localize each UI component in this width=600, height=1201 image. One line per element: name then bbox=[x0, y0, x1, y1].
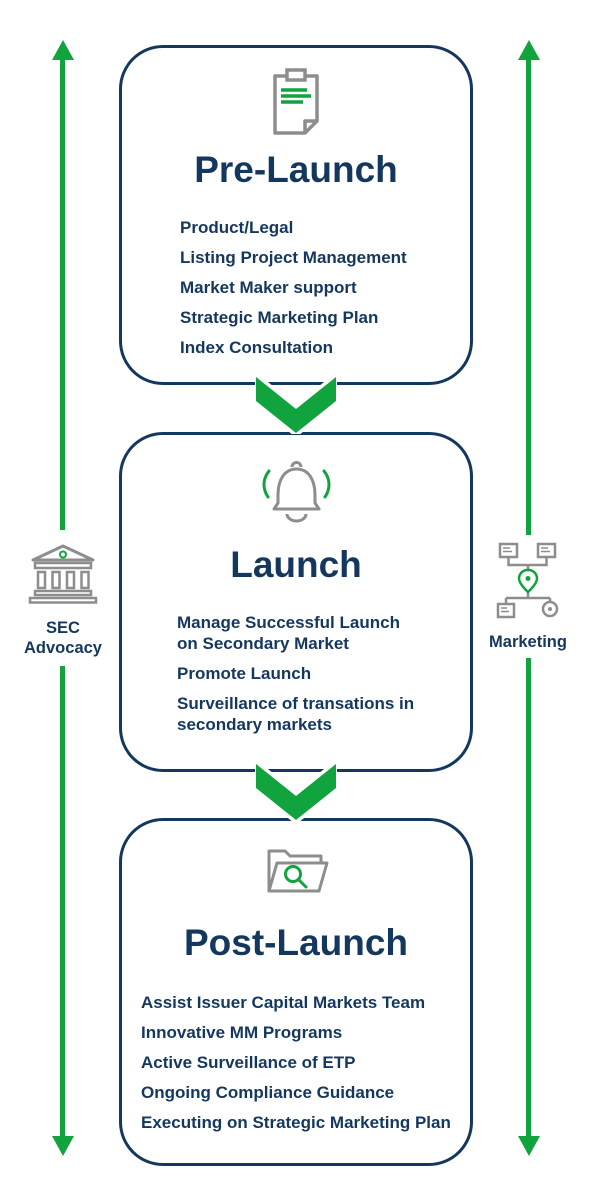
down-chevron-icon bbox=[255, 376, 337, 434]
bell-icon bbox=[262, 461, 331, 523]
stage-item: Active Surveillance of ETP bbox=[141, 1052, 356, 1072]
stage-pre-launch: Pre-Launch Product/Legal Listing Project… bbox=[119, 45, 473, 385]
stage-item: Strategic Marketing Plan bbox=[180, 307, 379, 327]
clipboard-icon bbox=[273, 68, 319, 135]
stage-item: Surveillance of transations in secondary… bbox=[177, 693, 415, 734]
stage-item: Product/Legal bbox=[180, 217, 294, 237]
marketing-label: Marketing bbox=[489, 633, 567, 651]
stage-launch: Launch Manage Successful Launch on Secon… bbox=[119, 432, 473, 772]
flow-line-right-lower bbox=[526, 658, 531, 1136]
stage-item-list: Product/Legal Listing Project Management… bbox=[122, 217, 470, 358]
flow-line-right-upper bbox=[526, 57, 531, 535]
flow-line-left-upper bbox=[60, 57, 65, 530]
folder-search-icon bbox=[267, 849, 329, 893]
arrow-up-icon bbox=[518, 40, 540, 60]
stage-item: Executing on Strategic Marketing Plan bbox=[141, 1112, 451, 1132]
stage-item-list: Assist Issuer Capital Markets Team Innov… bbox=[122, 992, 470, 1133]
stage-item: Promote Launch bbox=[177, 663, 312, 683]
stage-item: Index Consultation bbox=[180, 337, 333, 357]
network-icon bbox=[496, 542, 559, 619]
flow-line-left-lower bbox=[60, 666, 65, 1136]
stage-item: Manage Successful Launch on Secondary Ma… bbox=[177, 612, 400, 653]
arrow-down-icon bbox=[52, 1136, 74, 1156]
stage-item: Market Maker support bbox=[180, 277, 357, 297]
sec-advocacy-label: SEC Advocacy bbox=[2, 618, 124, 658]
stage-post-launch: Post-Launch Assist Issuer Capital Market… bbox=[119, 818, 473, 1166]
sec-advocacy-label-line1: SEC bbox=[46, 619, 80, 637]
stage-title: Post-Launch bbox=[183, 922, 409, 963]
bank-icon bbox=[28, 544, 98, 604]
down-chevron-icon bbox=[255, 763, 337, 821]
stage-title: Launch bbox=[230, 544, 362, 585]
stage-item: Listing Project Management bbox=[180, 247, 407, 267]
stage-item: Ongoing Compliance Guidance bbox=[141, 1082, 395, 1102]
stage-item-list: Manage Successful Launch on Secondary Ma… bbox=[122, 612, 470, 735]
sec-advocacy-label-line2: Advocacy bbox=[24, 639, 102, 657]
stage-item: Innovative MM Programs bbox=[141, 1022, 343, 1042]
stage-title: Pre-Launch bbox=[194, 149, 398, 190]
arrow-down-icon bbox=[518, 1136, 540, 1156]
stage-item: Assist Issuer Capital Markets Team bbox=[141, 992, 426, 1012]
arrow-up-icon bbox=[52, 40, 74, 60]
